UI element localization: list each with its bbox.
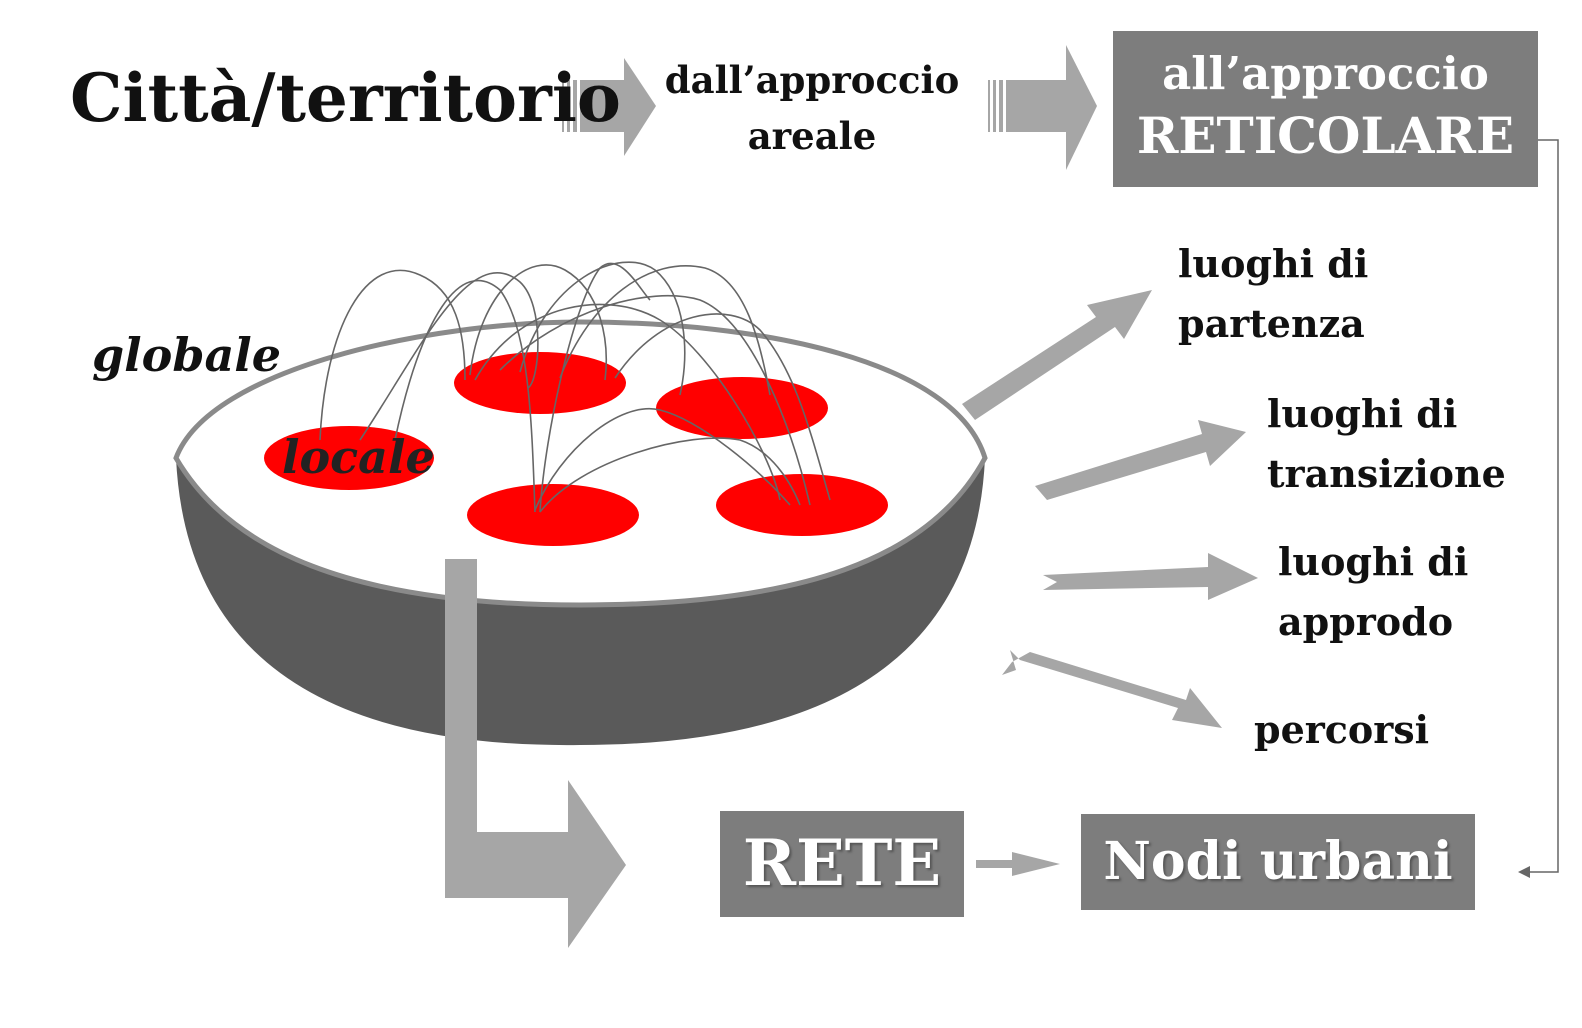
network-arcs [319, 261, 831, 513]
connector-reticolare-to-nodi [1518, 139, 1559, 878]
locale-label: locale [282, 430, 435, 484]
output-label-partenza-line-2: partenza [1178, 301, 1365, 346]
approach-from-line-1: dall’approccio [664, 58, 960, 102]
page-title: Città/territorio [70, 59, 621, 137]
output-label-approdo-line-1: luoghi di [1278, 539, 1469, 584]
approach-from-label: dall’approccio areale [642, 52, 982, 164]
approach-from-line-2: areale [747, 114, 877, 158]
output-label-transizione: luoghi di transizione [1267, 384, 1506, 504]
locale-zone-5 [716, 474, 888, 536]
locale-zone-1 [264, 426, 434, 490]
arrow-to-areale [562, 58, 656, 156]
output-label-transizione-line-2: transizione [1267, 451, 1506, 496]
output-label-partenza: luoghi di partenza [1178, 234, 1368, 354]
reticolare-box: all’approccio RETICOLARE [1113, 31, 1538, 187]
arrow-rete-to-nodi [976, 852, 1060, 876]
arrow-partenza [962, 290, 1152, 420]
arrow-percorsi [1002, 650, 1222, 728]
globale-label: globale [92, 328, 282, 382]
arrow-to-rete [445, 559, 626, 948]
output-label-approdo: luoghi di approdo [1278, 532, 1468, 652]
arrow-approdo [1043, 553, 1258, 600]
output-label-partenza-line-1: luoghi di [1178, 241, 1369, 286]
output-label-percorsi-line-1: percorsi [1254, 707, 1430, 752]
rete-box: RETE [720, 811, 964, 917]
output-label-approdo-line-2: approdo [1278, 599, 1454, 644]
output-arrows [962, 290, 1258, 728]
reticolare-line-2: RETICOLARE [1136, 106, 1515, 165]
arrow-to-reticolare [988, 45, 1097, 170]
arrow-transizione [1035, 420, 1246, 500]
output-label-percorsi: percorsi [1254, 700, 1429, 760]
locale-zone-2 [454, 352, 626, 414]
output-label-transizione-line-1: luoghi di [1267, 391, 1458, 436]
locale-zones [264, 352, 888, 546]
locale-zone-4 [467, 484, 639, 546]
reticolare-line-1: all’approccio [1162, 47, 1489, 100]
nodi-urbani-box: Nodi urbani [1081, 814, 1475, 910]
